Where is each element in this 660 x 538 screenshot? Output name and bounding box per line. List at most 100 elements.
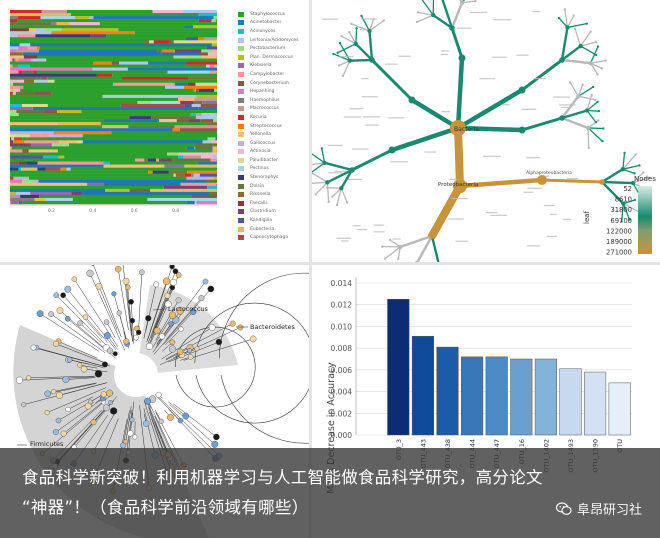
- bar-segment: [10, 28, 29, 32]
- taxon-label-mark: [392, 238, 401, 240]
- bar-segment: [10, 79, 25, 83]
- legend-swatch: [238, 20, 244, 26]
- tree-node: [388, 238, 392, 242]
- bar-segment: [194, 200, 197, 205]
- bar-segment: [100, 122, 207, 126]
- tree-tip: [145, 315, 152, 322]
- tree-tip: [111, 291, 117, 297]
- tree-tip: [142, 420, 150, 427]
- bar-segment: [10, 40, 145, 44]
- bar-segment: [10, 34, 18, 38]
- bar-segment: [16, 49, 39, 53]
- legend-swatch: [238, 192, 244, 198]
- bar-segment: [16, 191, 31, 196]
- tree-branch: [39, 313, 100, 352]
- legend-item: Acinonyces: [238, 27, 308, 36]
- legend-swatch: [238, 80, 244, 86]
- bar: [559, 368, 582, 436]
- tree-branch: [84, 368, 108, 373]
- legend-swatch: [238, 175, 244, 181]
- tree-node: [367, 28, 372, 34]
- tree-branch: [63, 392, 114, 434]
- bar-segment: [46, 58, 217, 62]
- legend-swatch: [238, 114, 244, 120]
- bar-segment: [45, 167, 61, 171]
- bar-segment: [22, 200, 187, 205]
- bar-segment: [195, 146, 213, 150]
- bar-segment: [93, 16, 214, 20]
- tree-edge: [586, 94, 593, 112]
- bar-segment: [202, 140, 213, 144]
- bar-segment: [144, 40, 150, 44]
- taxon-label-mark: [561, 106, 571, 109]
- tree-node: [326, 186, 329, 189]
- tree-edge: [340, 187, 348, 204]
- bar-segment: [184, 164, 217, 168]
- tree-node: [415, 20, 419, 24]
- tree-tip: [177, 418, 184, 424]
- bar-segment: [10, 155, 43, 159]
- tree-tip: [80, 365, 88, 373]
- bar-segment: [193, 88, 195, 93]
- bar-segment: [135, 158, 145, 162]
- tree-branch: [106, 321, 116, 338]
- tree-tip: [26, 375, 32, 381]
- tree-node: [595, 40, 598, 44]
- tree-branch: [143, 318, 149, 339]
- tree-tip: [52, 340, 60, 347]
- horizontal-divider: [0, 262, 660, 265]
- tree-edge: [323, 161, 354, 172]
- bar-segment: [70, 13, 199, 17]
- legend-value: 8610: [615, 196, 632, 204]
- taxon-label-mark: [339, 55, 354, 58]
- bar-segment: [18, 58, 32, 62]
- tree-edge: [312, 172, 329, 183]
- tree-node: [600, 67, 604, 70]
- tree-node: [398, 244, 403, 250]
- legend-label: Streptococcus: [250, 123, 282, 129]
- bar-segment: [10, 19, 18, 23]
- bar-segment: [193, 173, 200, 177]
- tree-edge: [560, 58, 592, 65]
- bar-segment: [26, 161, 38, 165]
- bar-segment: [14, 137, 23, 141]
- tree-branch: [168, 341, 219, 363]
- tree-edge: [339, 42, 351, 62]
- bar-segment: [39, 46, 207, 50]
- taxon-label-mark: [482, 155, 501, 157]
- tree-tip: [100, 391, 107, 398]
- bar-segment: [211, 19, 215, 23]
- tree-tip: [215, 338, 223, 346]
- bar-segment: [187, 170, 217, 174]
- bar-segment: [128, 125, 175, 129]
- legend-label: Faecalis: [250, 200, 268, 206]
- tree-node: [596, 73, 599, 76]
- taxon-label-mark: [336, 237, 352, 239]
- tree-tip: [55, 391, 64, 399]
- taxon-label-mark: [334, 170, 346, 172]
- bar-segment: [13, 176, 29, 180]
- tree-tip: [55, 417, 62, 424]
- tree-tip: [158, 418, 164, 424]
- bar-segment: [61, 28, 119, 32]
- tree-node: [596, 100, 599, 104]
- taxon-label-mark: [340, 240, 349, 242]
- bar-segment: [96, 73, 113, 77]
- tree-node: [585, 22, 588, 25]
- bar-segment: [134, 31, 217, 35]
- tree-branch: [50, 313, 106, 353]
- tree-node: [336, 51, 339, 54]
- lactococcus-label: Lactococcus: [168, 305, 209, 313]
- legend-item: Stenoraphys: [238, 173, 308, 182]
- tree-tip: [16, 376, 23, 384]
- bar-segment: [169, 40, 172, 44]
- tree-edge: [586, 101, 599, 112]
- bar-segment: [10, 67, 93, 71]
- bar-segment: [209, 70, 217, 74]
- tree-tip: [106, 389, 114, 397]
- legend-value: 271000: [606, 249, 632, 257]
- x-tick-label: 0.8: [172, 208, 179, 214]
- bar-segment: [10, 64, 13, 68]
- tree-tip: [60, 430, 67, 437]
